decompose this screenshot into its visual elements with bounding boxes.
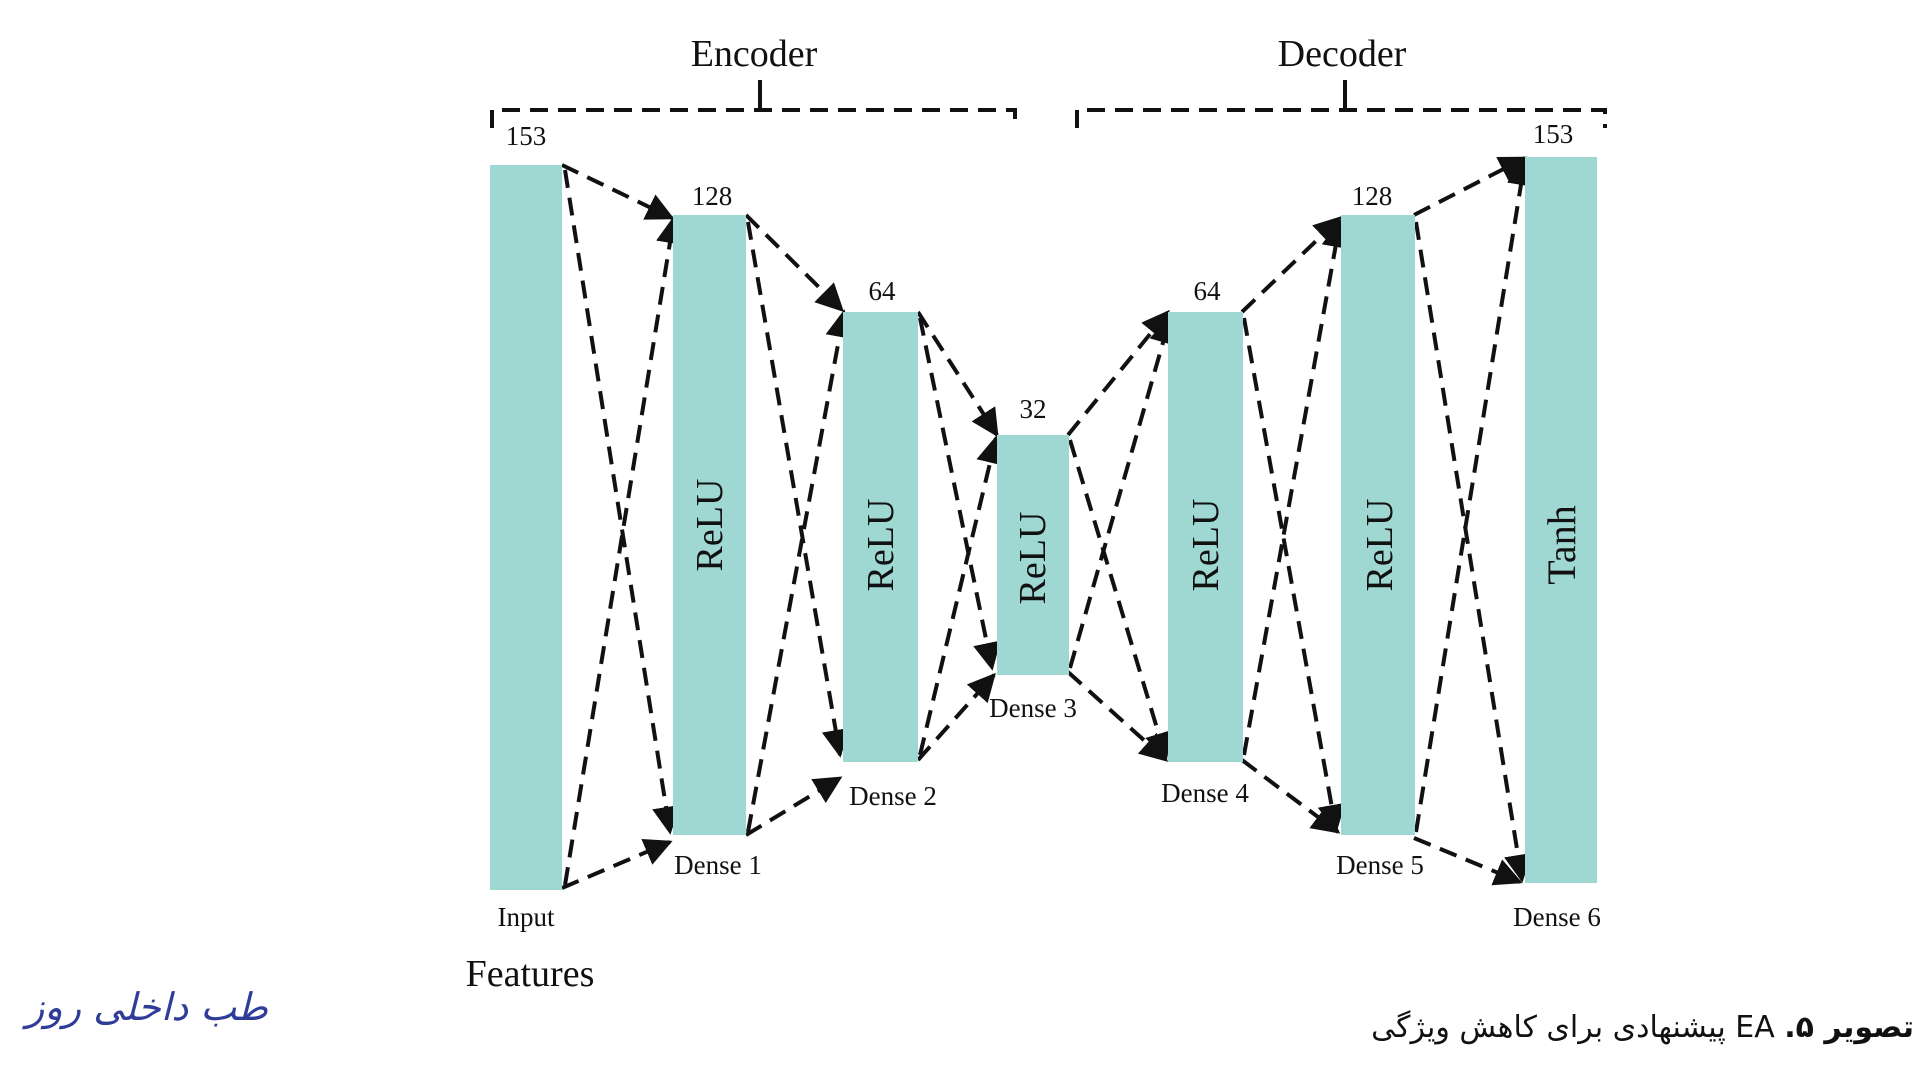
layer-dense-1: 128 ReLU Dense 1 — [673, 181, 762, 880]
connection-2-3-bottom — [916, 672, 996, 762]
layer-dense-2-block — [843, 312, 918, 762]
layer-dense-6-label: Dense 6 — [1513, 902, 1601, 932]
connection-0-1-top — [561, 163, 675, 220]
layer-dense-4-block — [1168, 312, 1243, 762]
connection-0-1-cross-down — [563, 169, 680, 835]
encoder-label: Encoder — [691, 33, 818, 75]
features-label: Features — [466, 953, 595, 995]
figure-caption: تصویر ۵. EA پیشنهادی برای کاهش ویژگی — [1371, 1010, 1914, 1045]
layer-dense-6-activation: Tanh — [1539, 505, 1584, 584]
layer-dense-6-size: 153 — [1533, 119, 1574, 149]
connection-5-6-cross-down — [1414, 221, 1532, 883]
layer-dense-2: 64 ReLU Dense 2 — [843, 276, 937, 811]
layer-input-size: 153 — [506, 121, 547, 151]
figure-caption-text: EA پیشنهادی برای کاهش ویژگی — [1371, 1010, 1775, 1045]
layer-input: 153 Input — [490, 121, 562, 932]
layer-dense-5-block — [1341, 215, 1415, 835]
connection-1-2-bottom — [744, 776, 843, 837]
connection-1-2-cross-down — [746, 221, 850, 758]
figure-caption-prefix: تصویر ۵. — [1784, 1010, 1914, 1045]
layer-dense-5-label: Dense 5 — [1336, 850, 1424, 880]
connection-5-6-top — [1413, 156, 1528, 217]
connection-4-5-cross-down — [1242, 317, 1346, 833]
connection-2-3-cross-up — [918, 435, 1004, 756]
layer-dense-4-size: 64 — [1194, 276, 1222, 306]
encoder-bracket — [490, 108, 1017, 128]
connection-4-5-cross-up — [1242, 219, 1350, 756]
layer-dense-1-label: Dense 1 — [674, 850, 762, 880]
layer-dense-6: 153 Tanh Dense 6 — [1513, 119, 1601, 932]
layer-dense-3-block — [997, 435, 1069, 675]
layer-dense-1-block — [673, 215, 746, 835]
publisher-logo: طب داخلی روز — [26, 985, 268, 1029]
connection-3-4-cross-up — [1068, 315, 1177, 669]
connection-5-6-bottom — [1413, 836, 1523, 886]
layer-dense-5: 128 ReLU Dense 5 — [1336, 181, 1424, 880]
layer-dense-5-activation: ReLU — [1359, 499, 1401, 592]
connection-3-4-bottom — [1066, 670, 1169, 762]
layer-dense-2-size: 64 — [869, 276, 897, 306]
layer-dense-3-size: 32 — [1020, 394, 1047, 424]
decoder-bracket — [1075, 108, 1607, 128]
connection-3-4-top — [1066, 309, 1170, 437]
connection-1-2-top — [744, 213, 844, 312]
layer-input-block — [490, 165, 562, 890]
connection-5-6-cross-up — [1414, 157, 1535, 833]
layer-dense-4-label: Dense 4 — [1161, 778, 1249, 808]
connection-0-1-cross-up — [563, 215, 684, 886]
connection-2-3-top — [916, 310, 999, 438]
connection-3-4-cross-down — [1068, 439, 1173, 761]
layer-dense-1-size: 128 — [692, 181, 733, 211]
layer-dense-4: 64 ReLU Dense 4 — [1161, 276, 1249, 808]
layer-dense-1-activation: ReLU — [689, 479, 731, 572]
connection-2-3-cross-down — [918, 317, 1001, 671]
layer-dense-3-label: Dense 3 — [989, 693, 1077, 723]
layer-dense-3: 32 ReLU Dense 3 — [989, 394, 1077, 723]
connection-1-2-cross-up — [746, 309, 854, 833]
layer-dense-4-activation: ReLU — [1185, 499, 1227, 592]
connections — [561, 156, 1535, 890]
layer-dense-2-label: Dense 2 — [849, 781, 937, 811]
layer-dense-5-size: 128 — [1352, 181, 1393, 211]
layer-dense-6-block — [1525, 157, 1597, 883]
decoder-label: Decoder — [1278, 33, 1407, 75]
layer-input-label: Input — [498, 902, 555, 932]
connection-0-1-bottom — [561, 838, 673, 890]
layer-dense-3-activation: ReLU — [1012, 512, 1054, 605]
connection-4-5-bottom — [1240, 758, 1341, 834]
layer-dense-2-activation: ReLU — [860, 499, 902, 592]
